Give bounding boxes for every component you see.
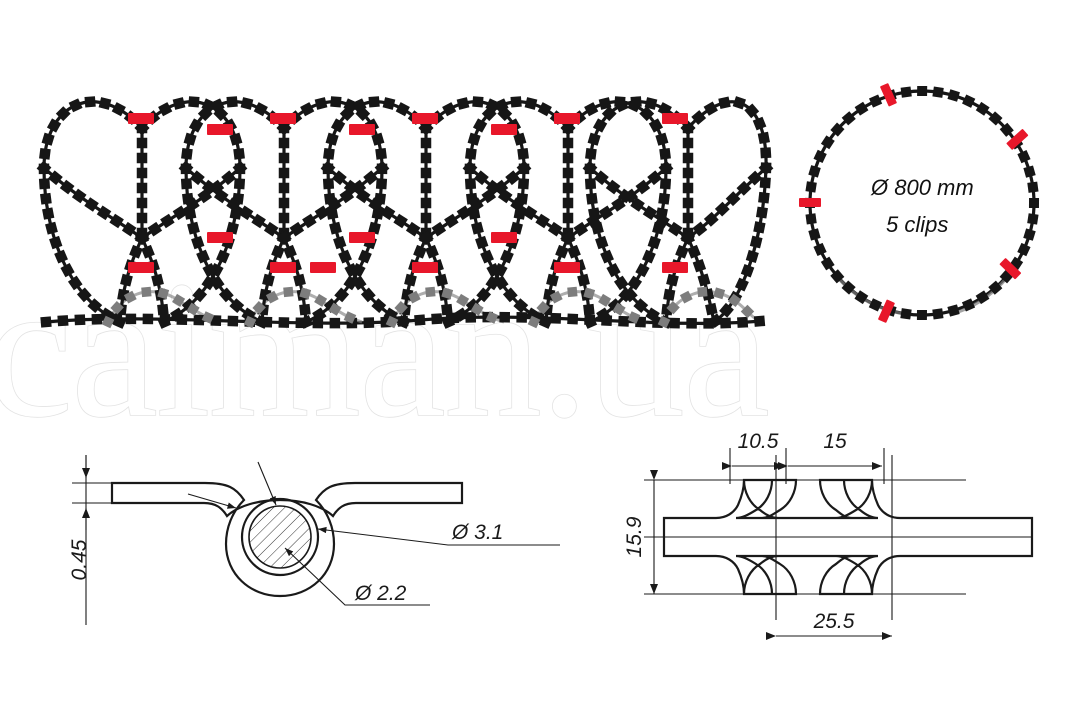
clip-marker — [270, 262, 296, 273]
clip-marker — [662, 113, 688, 124]
clip-marker — [128, 262, 154, 273]
clip-marker — [412, 113, 438, 124]
dim-barb-length-label: 10.5 — [738, 430, 779, 453]
section-view: 0.45 Ø 3.1 Ø 2.2 — [68, 455, 560, 625]
coil-clips — [799, 83, 1029, 323]
clip-marker — [207, 232, 233, 243]
clip-marker — [878, 299, 895, 323]
coil-diameter-label: Ø 800 mm — [870, 175, 974, 200]
clip-marker — [270, 113, 296, 124]
clip-marker — [349, 232, 375, 243]
clip-marker — [412, 262, 438, 273]
clip-marker — [207, 124, 233, 135]
dim-barb-gap-label: 15 — [823, 430, 847, 453]
leader-line-inner — [284, 547, 430, 606]
coil-clips-label: 5 clips — [886, 212, 948, 237]
clip-marker — [128, 113, 154, 124]
clip-marker — [1006, 129, 1029, 150]
clip-marker — [662, 262, 688, 273]
leader-line-outer — [317, 526, 560, 546]
mesh-clips — [128, 113, 688, 273]
pointer-arrow — [187, 493, 237, 509]
mesh-view — [36, 96, 774, 329]
core-wire-inner-hatch — [248, 505, 312, 569]
profile-view: 15.9 10.5 15 25.5 — [623, 430, 1034, 640]
clip-marker — [999, 258, 1021, 280]
dim-height-label: 15.9 — [623, 516, 646, 557]
mesh-barbs — [36, 96, 774, 329]
dim-pitch-label: 25.5 — [813, 610, 855, 633]
clip-marker — [349, 124, 375, 135]
callout-inner-dia: Ø 2.2 — [354, 582, 407, 605]
clip-marker — [554, 113, 580, 124]
coil-circle — [808, 89, 1036, 317]
dim-thickness-label: 0.45 — [68, 539, 91, 580]
clip-marker — [799, 198, 821, 207]
callout-outer-dia: Ø 3.1 — [451, 521, 503, 544]
clip-marker — [880, 83, 897, 107]
clip-marker — [491, 124, 517, 135]
coil-view: Ø 800 mm 5 clips — [799, 83, 1040, 323]
clip-marker — [310, 262, 336, 273]
blade-strip-outline — [110, 481, 464, 598]
core-wire-outer-circle — [240, 497, 320, 577]
coil-barbs — [804, 85, 1040, 321]
clip-marker — [554, 262, 580, 273]
clip-marker — [491, 232, 517, 243]
pointer-arrow — [257, 461, 277, 506]
